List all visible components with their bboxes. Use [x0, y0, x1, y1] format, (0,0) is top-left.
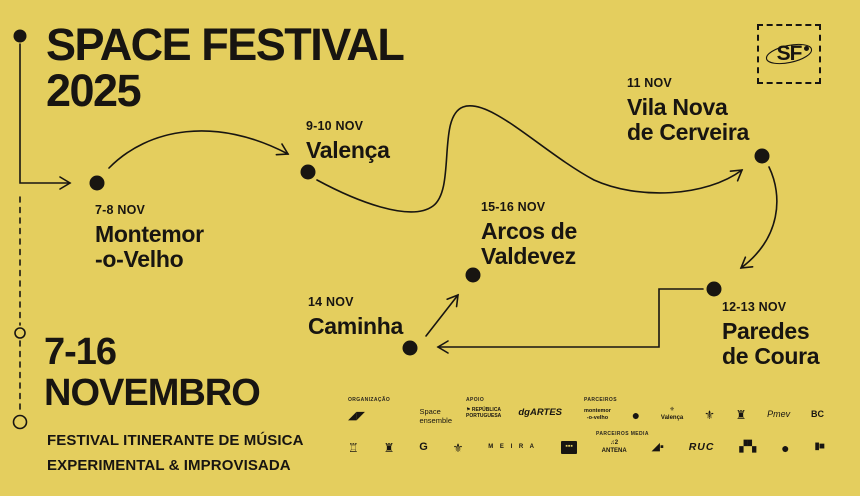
sf-logo-text: SF: [776, 42, 803, 65]
route-start-arrow: [19, 43, 72, 190]
sponsor-group-apoio: APOIO ⚑ REPÚBLICA PORTUGUESA dgARTES: [466, 397, 562, 420]
stop-arcos: 15-16 NOV Arcos de Valdevez: [481, 201, 577, 269]
coat-of-arms-icon: ⚜: [452, 440, 464, 455]
dot-caminha: [402, 340, 418, 356]
meira-logo: M E I R A: [488, 443, 537, 450]
stop-name: Vila Nova de Cerveira: [627, 93, 749, 145]
festival-date-range: 7-16 NOVEMBRO: [44, 331, 261, 414]
ruc-logo: RUC: [688, 440, 715, 453]
sponsors-strip: ORGANIZAÇÃO ◢◤ Space ensemble APOIO ⚑ RE…: [348, 397, 825, 487]
tower-crest-icon: ♜: [383, 440, 395, 455]
dot-valenca: [300, 164, 316, 180]
dot-montemor: [89, 175, 105, 191]
blocks-logo: ▮■: [814, 441, 825, 453]
stop-dates: 9-10 NOV: [306, 119, 364, 133]
crown-crest-icon: ♖: [348, 440, 359, 455]
stop-dates: 12-13 NOV: [722, 300, 787, 314]
crest-icon: ⚜: [704, 407, 715, 422]
republica-portuguesa-logo: ⚑ REPÚBLICA PORTUGUESA: [466, 407, 502, 420]
route-start-dot: [13, 29, 27, 43]
sponsor-group-organizacao: ORGANIZAÇÃO ◢◤ Space ensemble: [348, 397, 452, 426]
bc-logo: BC: [810, 408, 824, 419]
dot-paredes: [706, 281, 722, 297]
wordmark-icon: ▞▚: [739, 440, 757, 453]
round-badge-icon: ●: [631, 406, 641, 423]
orbit-icon: [765, 43, 813, 65]
sponsors-row-1: ORGANIZAÇÃO ◢◤ Space ensemble APOIO ⚑ RE…: [348, 397, 824, 426]
arrow-valenca-vilanova: [316, 105, 744, 213]
dot-arcos: [465, 267, 481, 283]
stop-name: Montemor -o-Velho: [95, 220, 204, 272]
festival-tagline: FESTIVAL ITINERANTE DE MÚSICA EXPERIMENT…: [47, 432, 304, 474]
left-open-circle-large: [12, 414, 28, 430]
script-wordmark-logo: Pmev: [767, 408, 791, 419]
stop-name: Caminha: [308, 312, 404, 339]
antena2-logo: ♫2 ANTENA: [601, 440, 627, 454]
montemor-o-velho-logo: montemor -o-velho: [584, 407, 611, 421]
stop-caminha: 14 NOV Caminha: [308, 296, 403, 339]
stop-name: Arcos de Valdevez: [481, 217, 578, 269]
sponsor-group-parceiros: PARCEIROS montemor -o-velho ● ⚜ Valença …: [584, 397, 824, 422]
arrow-caminha-arcos: [425, 293, 459, 337]
sf-logo: SF: [763, 37, 815, 71]
stop-montemor: 7-8 NOV Montemor -o-Velho: [95, 204, 204, 272]
arrow-paredes-caminha: [436, 288, 704, 354]
stop-name: Paredes de Coura: [722, 317, 820, 369]
space-ensemble-logo: Space ensemble: [419, 407, 452, 426]
dot-vilanova: [754, 148, 770, 164]
left-open-circle-small: [14, 327, 26, 339]
arrow-montemor-valenca: [108, 130, 290, 169]
poster-title: SPACE FESTIVAL 2025: [46, 19, 405, 116]
sf-logo-box: SF: [757, 24, 821, 84]
black-box-logo: ▪▪▪: [561, 441, 577, 454]
sponsor-group-label: PARCEIROS: [584, 397, 617, 403]
sponsor-group-label: ORGANIZAÇÃO: [348, 397, 391, 403]
dgartes-logo: dgARTES: [518, 407, 562, 419]
sponsors-row-2: ♖ ♜ G ⚜ M E I R A ▪▪▪ ♫2 ANTENA ◢▪ RUC ▞…: [348, 439, 825, 456]
stop-dates: 7-8 NOV: [95, 203, 146, 217]
stop-dates: 15-16 NOV: [481, 200, 546, 214]
association-mark-icon: ◢◤: [348, 409, 365, 422]
valenca-crest-logo: ⚜ Valença: [660, 407, 684, 421]
stop-vilanova: 11 NOV Vila Nova de Cerveira: [627, 77, 749, 145]
sf-logo-dot-icon: [804, 46, 809, 51]
round-badge-icon: ●: [781, 439, 790, 456]
flag-mark-icon: ◢▪: [651, 440, 664, 453]
sponsor-group-label: APOIO: [466, 397, 485, 403]
sponsor-media-label: PARCEIROS MEDIA: [596, 431, 649, 437]
stop-dates: 14 NOV: [308, 295, 354, 309]
g-mark-logo: G: [419, 440, 428, 453]
stop-paredes: 12-13 NOV Paredes de Coura: [722, 300, 820, 369]
crest-icon: ♜: [735, 407, 747, 422]
arrow-vilanova-paredes: [739, 166, 778, 269]
stop-valenca: 9-10 NOV Valença: [306, 120, 390, 163]
stop-dates: 11 NOV: [627, 76, 672, 90]
stop-name: Valença: [306, 136, 390, 163]
